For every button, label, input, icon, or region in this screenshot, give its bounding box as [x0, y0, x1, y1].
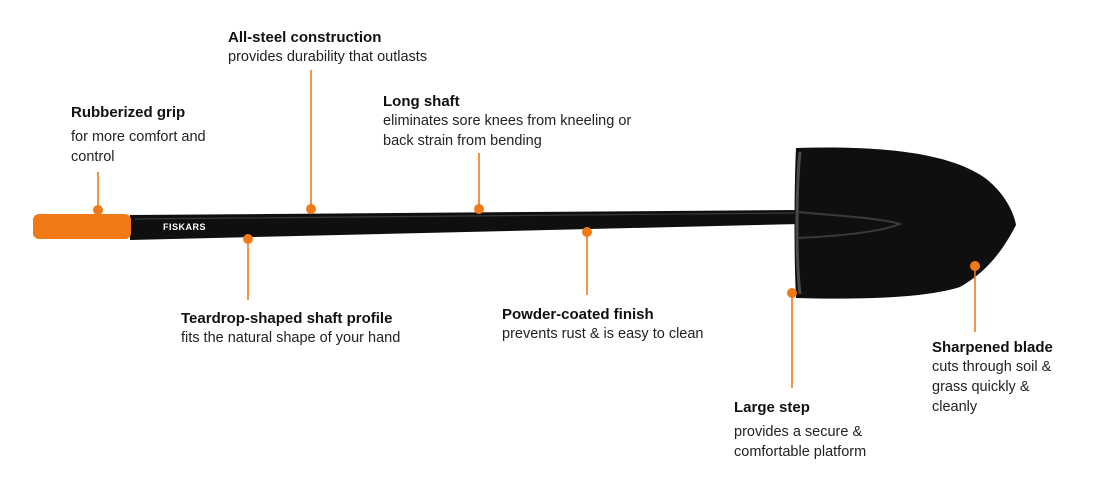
feature-title: Rubberized grip	[71, 104, 186, 121]
blade-socket	[797, 211, 904, 239]
marker-dot-teardrop	[243, 234, 253, 244]
blade-edge-highlight	[795, 151, 802, 295]
marker-dot-powder	[582, 227, 592, 237]
feature-description: for more comfort and control	[71, 129, 206, 165]
marker-dot-long-shaft	[474, 204, 484, 214]
feature-title: Sharpened blade	[932, 339, 1053, 356]
marker-dot-grip	[93, 205, 103, 215]
callout-all-steel-construction: All-steel construction provides durabili…	[228, 28, 468, 67]
feature-description: fits the natural shape of your hand	[181, 330, 401, 346]
callout-teardrop-shaft-profile: Teardrop-shaped shaft profile fits the n…	[181, 309, 406, 348]
feature-description: provides a secure & comfortable platform	[734, 424, 867, 460]
shovel-blade	[794, 147, 1016, 299]
callout-long-shaft: Long shaft eliminates sore knees from kn…	[383, 92, 648, 151]
callout-powder-coated-finish: Powder-coated finish prevents rust & is …	[502, 305, 742, 344]
feature-title: All-steel construction	[228, 29, 382, 46]
callout-large-step: Large step provides a secure & comfortab…	[734, 398, 894, 462]
shovel-shaft	[130, 210, 800, 240]
feature-description: provides durability that outlasts	[228, 49, 428, 65]
feature-title: Powder-coated finish	[502, 306, 654, 323]
feature-description: cuts through soil & grass quickly & clea…	[932, 359, 1052, 415]
feature-title: Large step	[734, 399, 810, 416]
feature-title: Long shaft	[383, 93, 460, 110]
marker-dot-step	[787, 288, 797, 298]
feature-description: prevents rust & is easy to clean	[502, 326, 704, 342]
rubberized-grip-handle	[33, 214, 131, 239]
feature-title: Teardrop-shaped shaft profile	[181, 310, 393, 327]
callout-sharpened-blade: Sharpened blade cuts through soil & gras…	[932, 338, 1072, 417]
brand-logo: FISKARS	[163, 222, 206, 232]
feature-description: eliminates sore knees from kneeling or b…	[383, 113, 632, 149]
marker-dot-steel	[306, 204, 316, 214]
shaft-highlight	[134, 212, 796, 220]
callout-rubberized-grip: Rubberized grip for more comfort and con…	[71, 103, 221, 167]
marker-dot-blade	[970, 261, 980, 271]
